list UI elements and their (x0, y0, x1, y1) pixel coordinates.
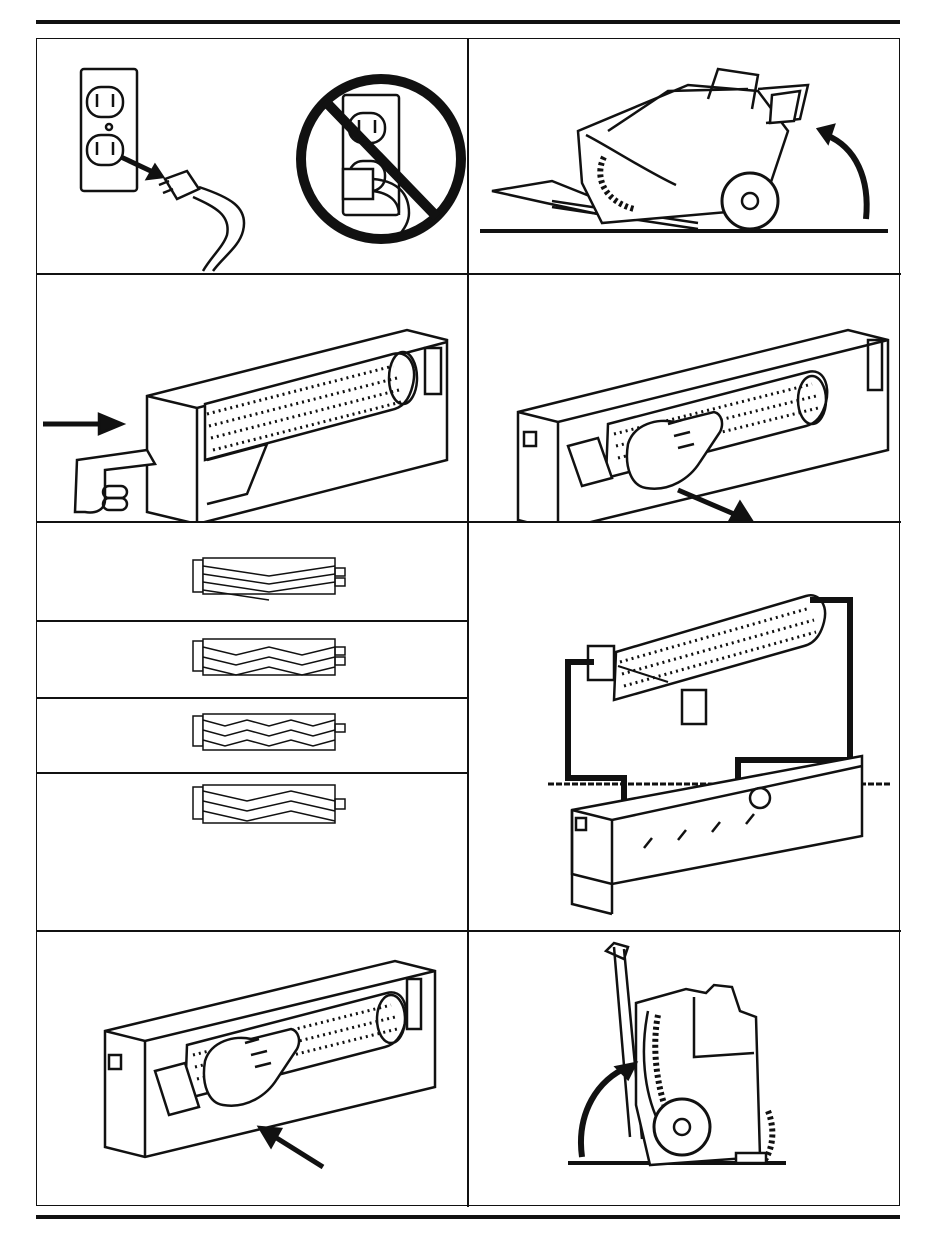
brush-type-1 (37, 522, 469, 620)
push-brush-icon (37, 931, 467, 1207)
panel-brush-types (37, 522, 467, 930)
upright-machine-icon (468, 931, 901, 1207)
brush-diagram-icon (185, 621, 365, 697)
install-brush-icon (468, 522, 901, 930)
brush-type-4 (37, 773, 469, 853)
top-rule (36, 20, 900, 24)
outlet-plug-icon (37, 39, 467, 273)
panel-pull-brush (468, 274, 901, 521)
panel-install-brush (468, 522, 901, 930)
panel-push-brush (37, 931, 467, 1207)
bottom-rule (36, 1215, 900, 1219)
panel-unplug (37, 39, 467, 273)
panel-tilt-back (468, 39, 901, 273)
tilt-machine-icon (468, 39, 901, 273)
illustration-grid (36, 38, 900, 1206)
brush-diagram-icon (185, 773, 365, 853)
pull-brush-icon (468, 274, 901, 521)
brush-diagram-icon (185, 698, 365, 772)
brush-type-3 (37, 698, 469, 772)
panel-upright (468, 931, 901, 1207)
press-latch-icon (37, 274, 467, 521)
brush-type-2 (37, 621, 469, 697)
panel-press-release (37, 274, 467, 521)
brush-diagram-icon (185, 522, 365, 620)
